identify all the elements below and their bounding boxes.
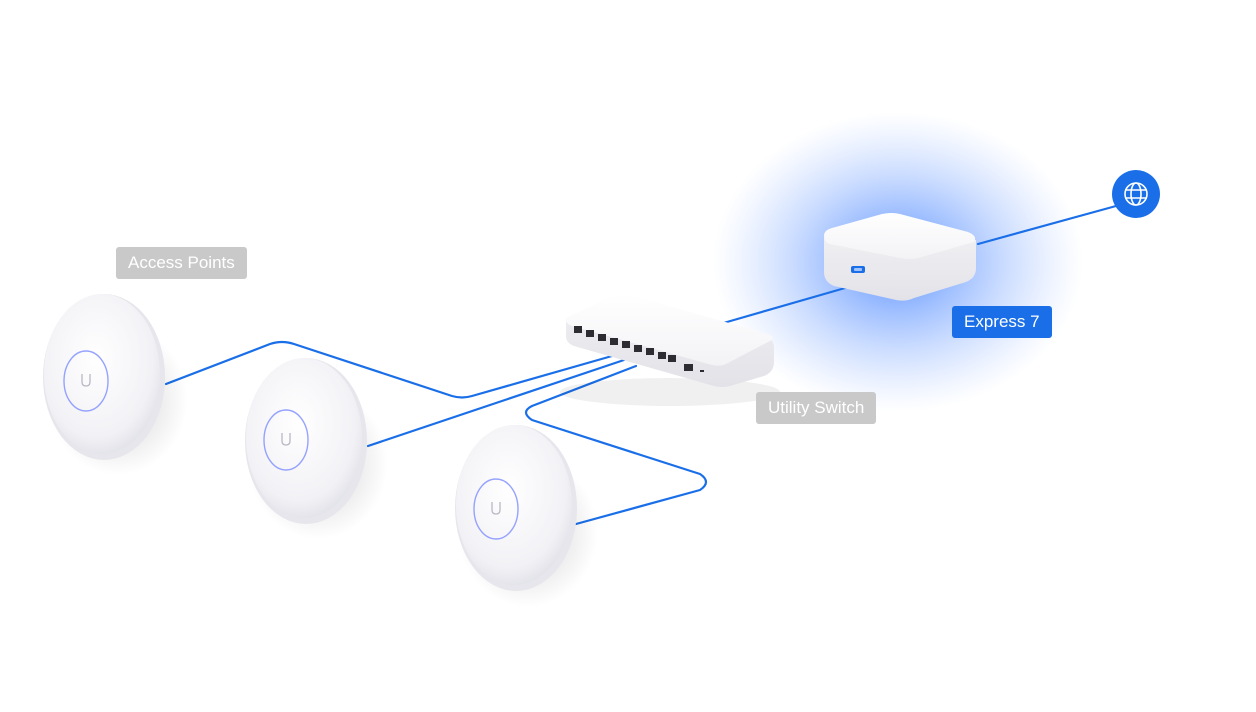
link-internet-express [976, 204, 1118, 246]
ap-led-ring [263, 409, 309, 471]
ubiquiti-u-icon [81, 374, 91, 387]
globe-icon [1112, 170, 1160, 218]
link-express-switch [718, 284, 854, 326]
link-switch-ap-3 [524, 364, 708, 526]
ap-led-ring [473, 478, 519, 540]
utility-switch-label: Utility Switch [756, 392, 877, 424]
express-label: Express 7 [952, 306, 1052, 338]
link-switch-ap-1 [164, 340, 614, 399]
ubiquiti-u-icon [491, 502, 501, 515]
express-gateway-device [824, 213, 976, 301]
utility-switch-device [560, 293, 780, 406]
access-point-1 [43, 294, 188, 475]
ap-led-ring [63, 350, 109, 412]
access-points-label: Access Points [116, 247, 247, 279]
switch-ports [574, 326, 704, 372]
network-links [164, 204, 1118, 526]
ubiquiti-u-icon [281, 433, 291, 446]
access-point-3 [455, 425, 598, 607]
link-switch-ap-2 [366, 358, 626, 448]
access-point-2 [245, 358, 388, 539]
